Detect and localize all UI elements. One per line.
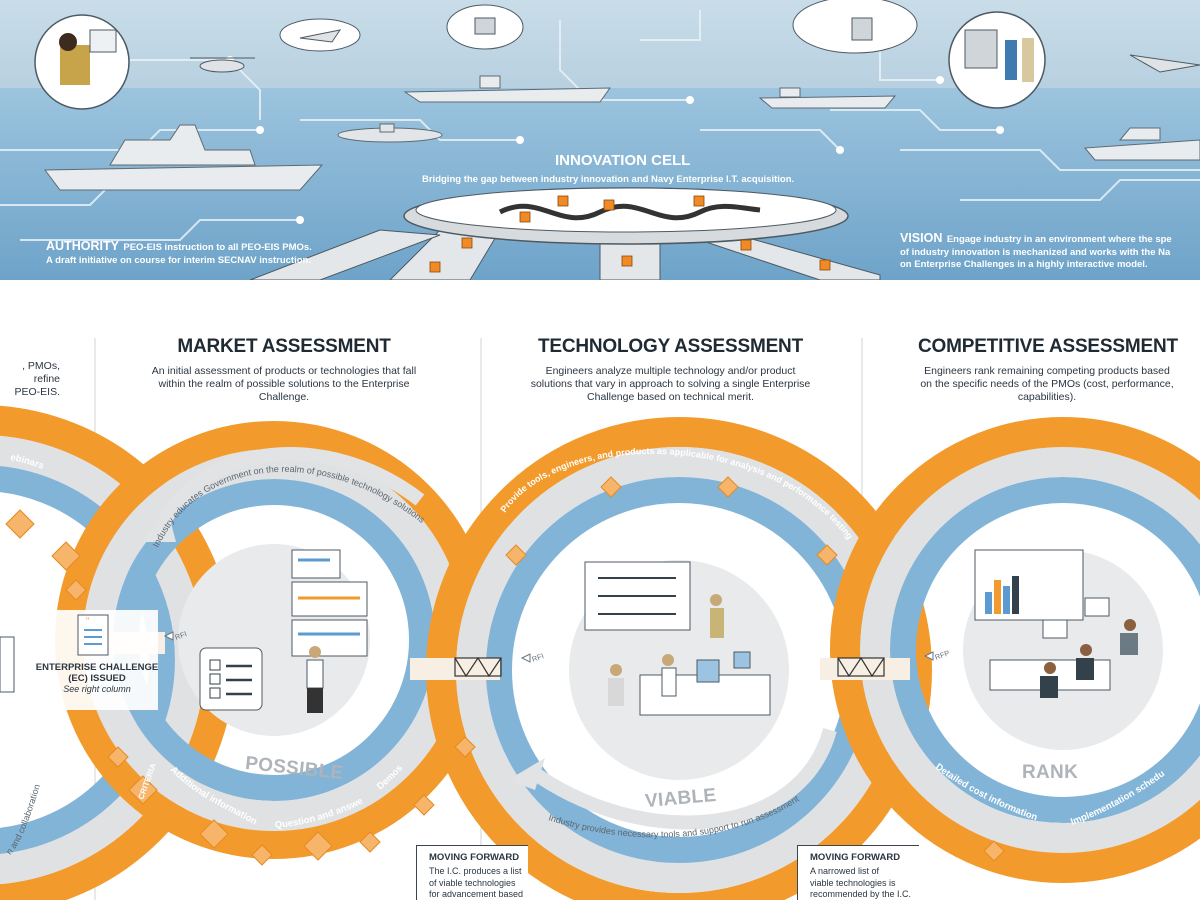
industry-arrow-top <box>153 447 425 533</box>
svg-text:RFP: RFP <box>934 648 951 662</box>
industry-arrow-bottom <box>525 728 837 830</box>
ec-line1: ENTERPRISE CHALLENGE <box>35 662 159 673</box>
moving-forward-1-line1: The I.C. produces a list <box>429 866 522 876</box>
svg-text:RFI: RFI <box>174 629 188 642</box>
authority-block: AUTHORITY PEO-EIS instruction to all PEO… <box>46 237 406 267</box>
moving-forward-title-1: MOVING FORWARD <box>429 852 520 863</box>
competitive-assessment-column: COMPETITIVE ASSESSMENT Engineers rank re… <box>918 336 1178 404</box>
viable-illustration <box>584 561 771 716</box>
ec-note: See right column <box>63 684 131 694</box>
moving-forward-title-2: MOVING FORWARD <box>810 852 901 863</box>
left-fragment-line2: refine <box>33 373 60 385</box>
svg-text:RFI: RFI <box>531 651 545 664</box>
moving-forward-2-line3: recommended by the I.C. <box>810 889 912 899</box>
vision-line1: Engage industry in an environment where … <box>946 234 1172 245</box>
left-fragment-line1: , PMOs, <box>22 360 60 372</box>
arrow-head-left <box>140 512 176 542</box>
market-assessment-description: An initial assessment of products or tec… <box>151 365 417 403</box>
ocean-scene <box>0 0 1200 280</box>
technology-assessment-column: TECHNOLOGY ASSESSMENT Engineers analyze … <box>528 336 813 404</box>
innovation-cell-subtitle: Bridging the gap between industry innova… <box>422 174 795 185</box>
rank-illustration <box>974 549 1138 698</box>
market-assessment-title: MARKET ASSESSMENT <box>177 336 391 357</box>
vision-line2: of industry innovation is mechanized and… <box>900 247 1171 258</box>
helicopter <box>190 57 255 73</box>
rfi-tag-1: RFI <box>163 629 188 642</box>
vision-label: VISION <box>900 231 943 245</box>
carrier <box>403 75 611 103</box>
satellite <box>446 4 524 50</box>
kiosk-users-portrait <box>948 11 1046 109</box>
destroyer-right <box>1083 127 1200 161</box>
moving-forward-1-line2: of viable technologies <box>429 877 516 888</box>
stage-rank: RANK <box>1022 762 1079 783</box>
vision-block: VISION Engage industry in an environment… <box>900 229 1200 271</box>
innovation-cell-title: INNOVATION CELL <box>555 152 691 169</box>
vision-line3: on Enterprise Challenges in a highly int… <box>900 259 1148 270</box>
svg-text:": " <box>86 616 89 626</box>
left-fragment: , PMOs, refine PEO-EIS. <box>0 360 60 399</box>
left-fragment-line3: PEO-EIS. <box>14 386 60 398</box>
ship-right <box>758 87 897 109</box>
top-banner: INNOVATION CELL Bridging the gap between… <box>0 0 1200 280</box>
rfi-tag-2: RFI <box>520 651 545 664</box>
submarine <box>337 123 443 143</box>
moving-forward-2-line1: A narrowed list of <box>810 866 880 876</box>
process-flow-graphic: " Industry educates Government on the re… <box>0 280 1200 900</box>
destroyer-left <box>44 124 324 191</box>
jet <box>279 18 361 52</box>
moving-forward-1-line3: for advancement based <box>429 889 524 899</box>
technology-assessment-title: TECHNOLOGY ASSESSMENT <box>537 336 803 357</box>
competitive-assessment-title: COMPETITIVE ASSESSMENT <box>918 336 1178 357</box>
truss-bridge-1 <box>454 656 502 678</box>
ec-document: " <box>28 610 158 710</box>
truss-bridge-2 <box>837 656 885 678</box>
loop-rank <box>830 417 1200 883</box>
ec-line2: (EC) ISSUED <box>68 673 126 684</box>
arrow-head-right <box>508 758 545 790</box>
cloud-server <box>792 0 918 54</box>
enterprise-challenge-label: ENTERPRISE CHALLENGE (EC) ISSUED See rig… <box>30 662 164 696</box>
moving-forward-box-2: MOVING FORWARD A narrowed list of viable… <box>797 845 919 900</box>
competitive-assessment-description: Engineers rank remaining competing produ… <box>920 365 1174 403</box>
market-assessment-column: MARKET ASSESSMENT An initial assessment … <box>150 336 418 404</box>
authority-line1: PEO-EIS instruction to all PEO-EIS PMOs. <box>123 242 312 253</box>
drone <box>1129 54 1200 73</box>
moving-forward-box-1: MOVING FORWARD The I.C. produces a list … <box>416 845 528 900</box>
innovation-cell-platform <box>249 187 881 280</box>
technology-assessment-description: Engineers analyze multiple technology an… <box>530 365 811 403</box>
authority-label: AUTHORITY <box>46 239 119 253</box>
laptop-user-portrait <box>34 14 130 110</box>
authority-line2: A draft initiative on course for interim… <box>46 255 311 266</box>
possible-illustration <box>199 549 368 713</box>
moving-forward-2-line2: viable technologies is <box>810 877 896 888</box>
